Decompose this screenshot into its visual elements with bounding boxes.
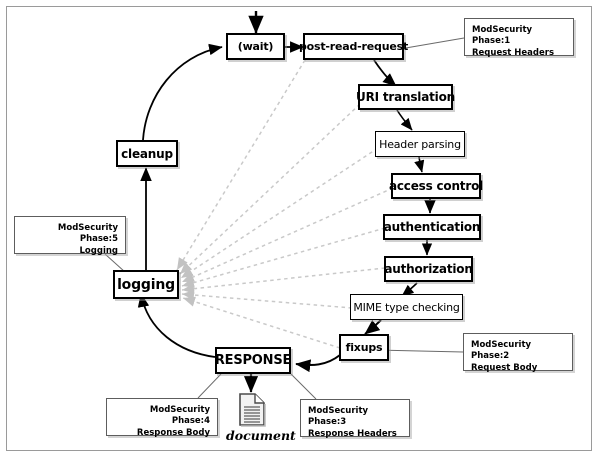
node-logging-label: logging (117, 276, 175, 293)
edge-dashed-authn-logging (181, 227, 386, 288)
callout-phase3-line2: Response Headers (308, 428, 397, 439)
edge-postread-uri (373, 59, 397, 87)
leader-phase4 (197, 373, 222, 399)
callout-phase1-line2: Request Headers (472, 47, 555, 58)
callout-phase2-line2: Request Body (471, 362, 538, 373)
node-wait-label: (wait) (237, 40, 274, 53)
callout-phase5-line1: ModSecurity Phase:5 (57, 223, 118, 245)
node-response-label: RESPONSE (214, 353, 292, 368)
edge-dashed-postread-logging (176, 59, 306, 271)
edge-dashed-header-logging (180, 147, 379, 279)
node-post-read-request[interactable]: post-read-request (299, 33, 408, 60)
node-post-read-request-label: post-read-request (299, 40, 409, 53)
node-authentication[interactable]: authentication (383, 214, 481, 240)
edge-mime-fixups (364, 319, 382, 335)
node-fixups-label: fixups (345, 341, 383, 354)
leader-phase3 (290, 373, 317, 400)
edge-header-access (414, 156, 425, 173)
node-mime-type-checking-label: MIME type checking (353, 300, 460, 314)
node-uri-translation[interactable]: URI translation (356, 84, 455, 110)
leader-phase1 (393, 37, 465, 51)
node-cleanup[interactable]: cleanup (116, 140, 178, 167)
callout-phase3: ModSecurity Phase:3 Response Headers (300, 399, 410, 439)
edge-dashed-access-logging (181, 187, 394, 283)
callout-phase2: ModSecurity Phase:2 Request Body (463, 333, 573, 373)
callout-phase3-line1: ModSecurity Phase:3 (308, 406, 369, 428)
node-mime-type-checking[interactable]: MIME type checking (350, 294, 463, 320)
edge-response-logging (137, 293, 216, 358)
callout-phase1-line1: ModSecurity Phase:1 (472, 25, 533, 47)
document-label: document (226, 428, 296, 443)
edge-cleanup-wait (142, 43, 223, 141)
callout-phase4-line1: ModSecurity Phase:4 (149, 405, 210, 427)
node-access-control[interactable]: access control (388, 173, 484, 199)
edge-dashed-uri-logging (179, 103, 361, 275)
node-header-parsing-label: Header parsing (379, 137, 461, 151)
node-response[interactable]: RESPONSE (215, 347, 291, 374)
node-authentication-label: authentication (383, 220, 481, 234)
node-header-parsing[interactable]: Header parsing (375, 131, 465, 157)
leader-phase2 (377, 349, 464, 353)
edge-dashed-authz-logging (181, 267, 386, 294)
node-logging[interactable]: logging (113, 270, 179, 299)
edge-dashed-mime-logging (181, 289, 353, 309)
node-authorization[interactable]: authorization (384, 256, 473, 282)
callout-phase2-line1: ModSecurity Phase:2 (471, 340, 532, 362)
edge-fixups-response (295, 354, 341, 373)
callout-phase4-line2: Response Body (136, 427, 210, 438)
node-uri-translation-label: URI translation (356, 90, 455, 104)
node-authorization-label: authorization (384, 262, 473, 276)
node-fixups[interactable]: fixups (339, 334, 389, 361)
edge-uri-header (396, 109, 413, 131)
node-wait[interactable]: (wait) (226, 33, 285, 60)
callout-phase5-line2: Logging (79, 245, 118, 256)
leader-phase5 (104, 253, 126, 273)
callout-phase1: ModSecurity Phase:1 Request Headers (464, 18, 574, 58)
node-access-control-label: access control (388, 179, 484, 193)
node-cleanup-label: cleanup (121, 146, 173, 161)
callout-phase5: ModSecurity Phase:5 Logging (14, 216, 126, 256)
document-page-icon (239, 393, 266, 427)
callout-phase4: ModSecurity Phase:4 Response Body (106, 398, 218, 438)
